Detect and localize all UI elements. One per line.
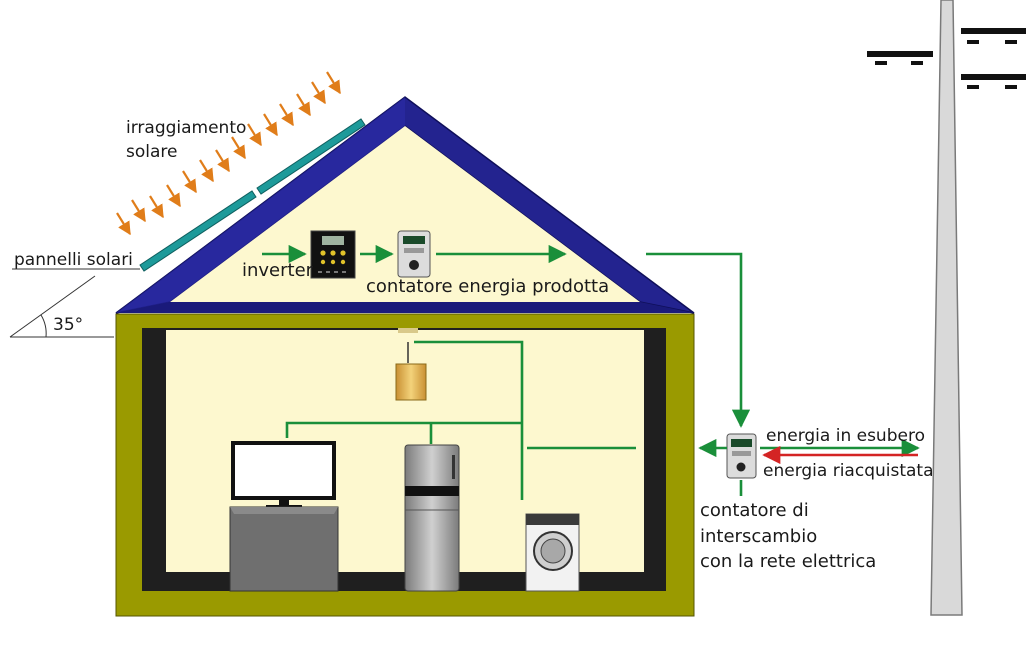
exchange-meter-label-line2: interscambio [700,526,817,547]
lamp-icon [395,328,427,401]
exchange-meter-label-line3: con la rete elettrica [700,551,876,572]
washing-machine-icon [525,513,580,592]
repurchased-energy-label: energia riacquistata [763,461,934,481]
solar-irradiation-label-line2: solare [126,142,177,162]
solar-panels [139,118,366,272]
tv-cabinet [229,506,339,592]
utility-pole-icon [867,0,1026,616]
energy-flow-lines [262,244,920,500]
exchange-meter-label-line1: contatore di [700,500,809,521]
solar-irradiation-label-line1: irraggiamento [126,118,246,138]
sun-rays [116,71,341,236]
inverter-icon [310,230,356,279]
inverter-label: inverter [242,260,314,281]
roof [115,96,695,314]
tilt-angle-label: 35° [53,315,83,335]
production-meter-label: contatore energia prodotta [366,276,609,297]
solar-panels-label: pannelli solari [14,250,133,270]
surplus-energy-label: energia in esubero [766,426,925,446]
meter-icon [726,433,757,479]
meter-icon [397,230,431,278]
tilt-angle-indicator [9,268,140,338]
fridge-icon [404,444,460,592]
tv-icon [231,441,336,508]
